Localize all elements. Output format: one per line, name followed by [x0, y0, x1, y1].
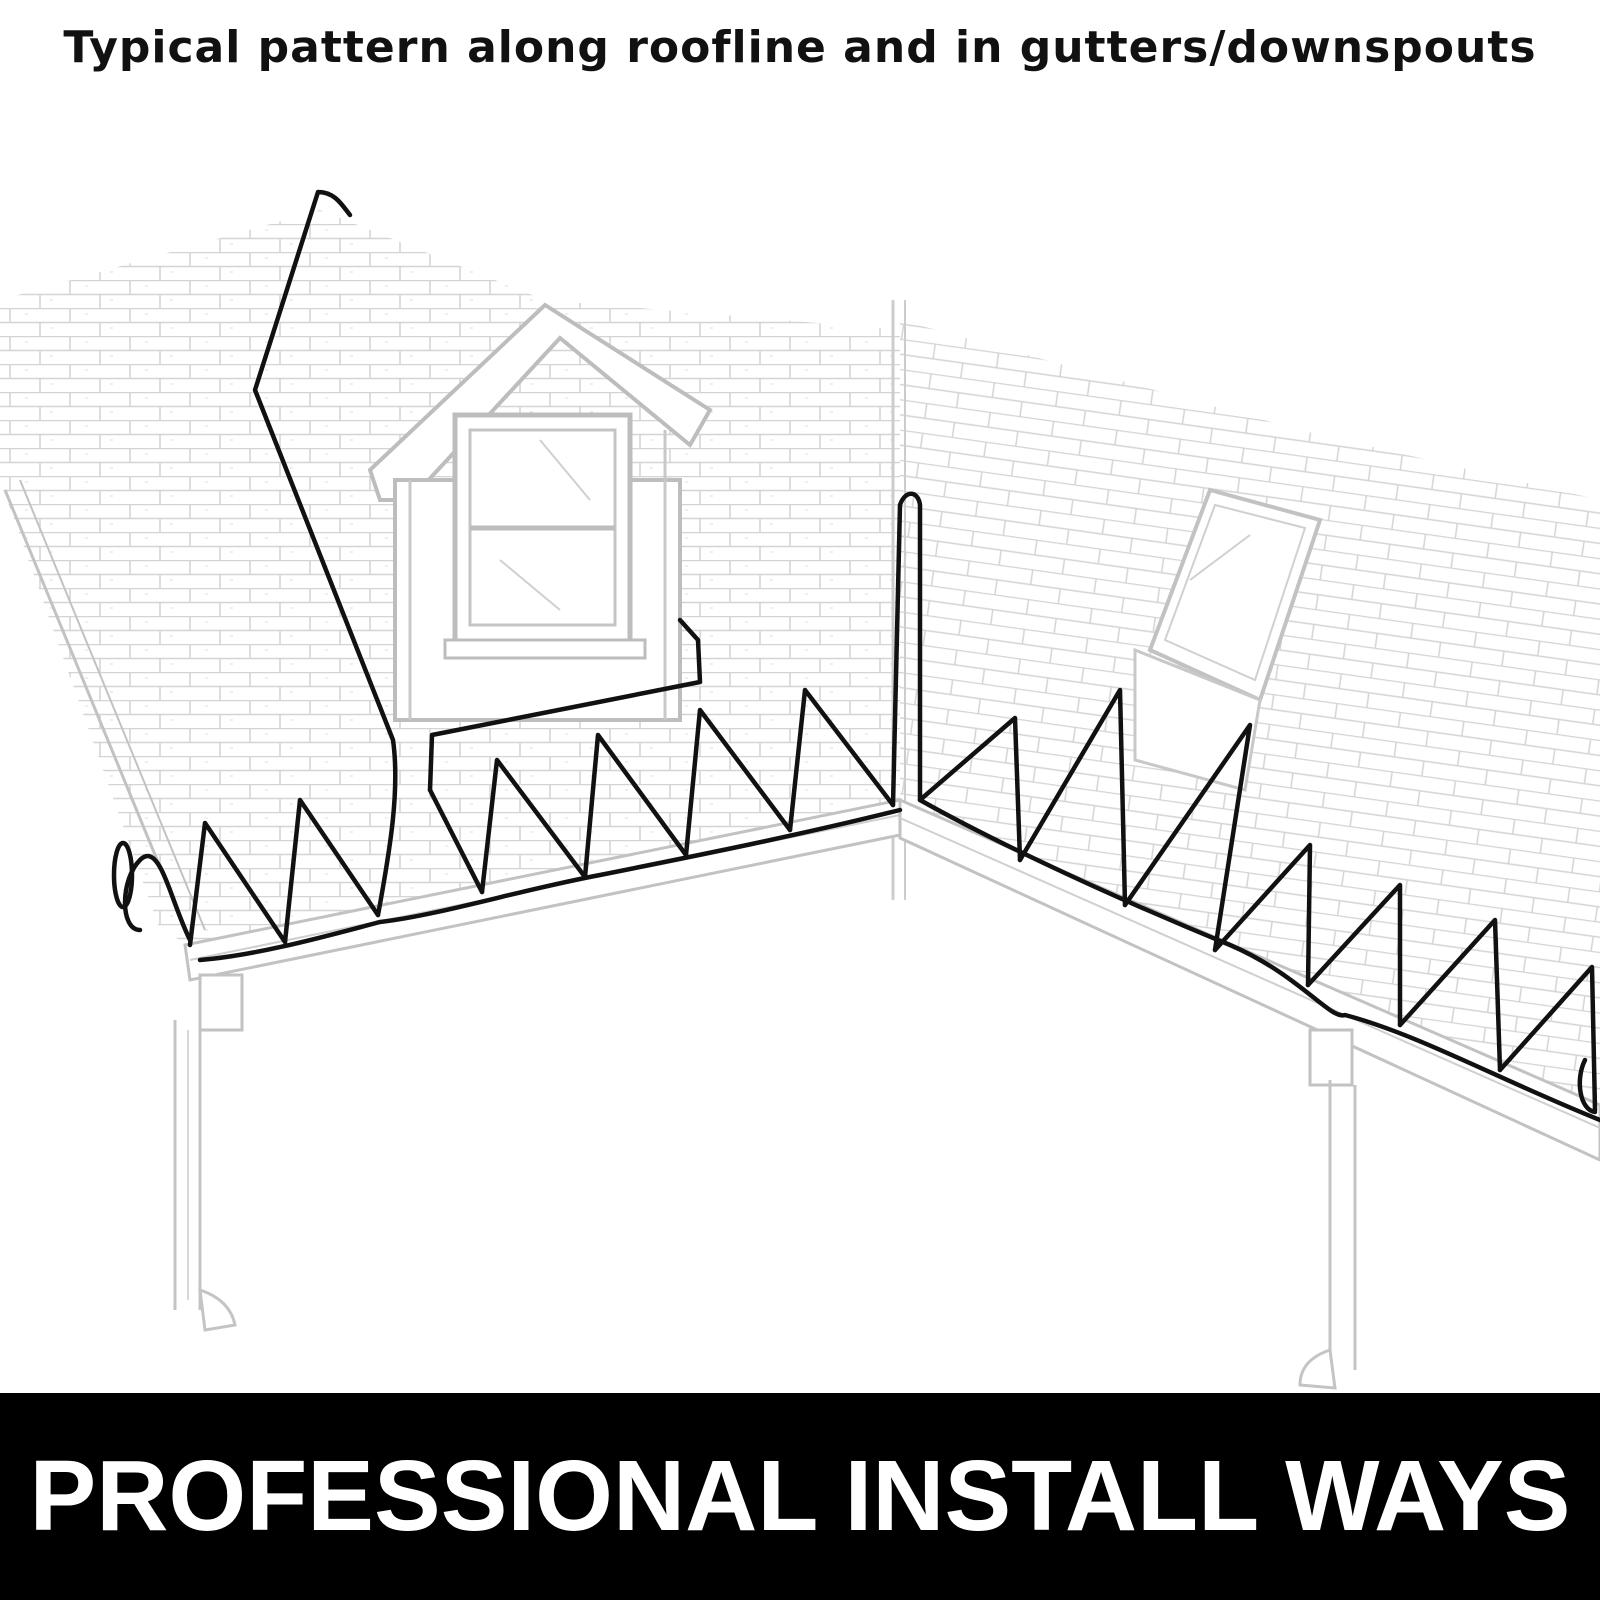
- gutter-right: [898, 797, 1600, 1162]
- dormer-window: [443, 412, 647, 660]
- chimney: [1133, 487, 1323, 792]
- page-title: Typical pattern along roofline and in gu…: [63, 22, 1537, 73]
- downspout-right: [1298, 1028, 1357, 1390]
- banner-text: PROFESSIONAL INSTALL WAYS: [29, 1440, 1571, 1552]
- heating-cable: [111, 189, 1600, 1123]
- downspout-left: [173, 973, 244, 1332]
- roof-illustration: [0, 189, 1600, 1390]
- dormer: [367, 302, 713, 722]
- bottom-banner: PROFESSIONAL INSTALL WAYS: [0, 1393, 1600, 1600]
